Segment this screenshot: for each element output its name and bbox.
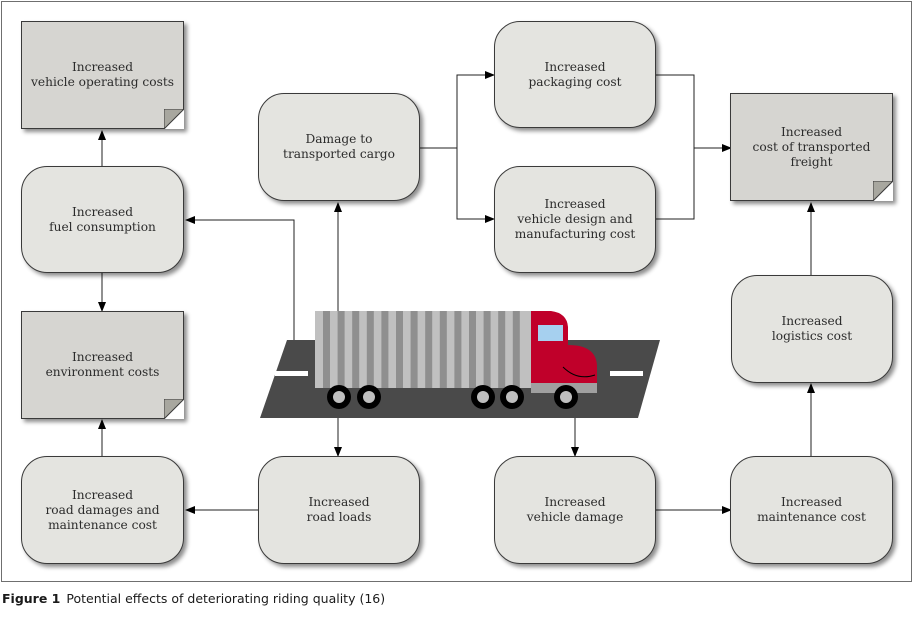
- trailer-stripe: [454, 311, 462, 388]
- node-vehicle-design-cost: Increased vehicle design and manufacturi…: [494, 166, 656, 273]
- figure-label: Figure 1: [2, 591, 61, 606]
- node-label: Increased packaging cost: [528, 59, 622, 89]
- arrow-cargo-to-design: [456, 148, 495, 223]
- page-fold-icon: [164, 109, 184, 129]
- truck-window: [538, 325, 563, 341]
- node-label: Increased environment costs: [45, 350, 160, 379]
- node-label: Increased maintenance cost: [757, 495, 866, 524]
- node-cost-transported-freight: Increased cost of transported freight: [730, 93, 893, 201]
- page-fold-icon: [873, 181, 893, 201]
- trailer-stripe: [323, 311, 330, 388]
- node-label: Increased road loads: [306, 495, 372, 524]
- figure-caption: Figure 1 Potential effects of deteriorati…: [2, 591, 385, 606]
- node-label: Increased road damages and maintenance c…: [45, 487, 160, 532]
- trailer-stripe: [366, 311, 374, 388]
- node-environment-costs: Increased environment costs: [21, 311, 184, 419]
- node-label: Damage to transported cargo: [283, 132, 395, 161]
- trailer-stripe: [425, 311, 433, 388]
- trailer: [315, 311, 531, 388]
- node-fuel-consumption: Increased fuel consumption: [21, 166, 184, 273]
- trailer-stripe: [498, 311, 506, 388]
- node-logistics-cost: Increased logistics cost: [731, 275, 893, 383]
- trailer-stripe: [483, 311, 491, 388]
- page-fold-icon: [164, 399, 184, 419]
- trailer-stripe: [439, 311, 447, 388]
- trailer-stripe: [352, 311, 360, 388]
- node-road-loads: Increased road loads: [258, 456, 420, 564]
- wheels: [327, 385, 578, 409]
- trailer-stripe: [512, 311, 520, 388]
- caption-text: Potential effects of deteriorating ridin…: [66, 591, 386, 606]
- node-maintenance-cost: Increased maintenance cost: [730, 456, 893, 564]
- node-label: Increased vehicle operating costs: [31, 60, 174, 89]
- node-label: Increased vehicle design and manufacturi…: [514, 197, 636, 241]
- trailer-stripe: [381, 311, 389, 388]
- node-damage-cargo: Damage to transported cargo: [258, 93, 420, 201]
- node-packaging-cost: Increased packaging cost: [494, 21, 656, 128]
- node-label: Increased cost of transported freight: [752, 124, 871, 169]
- truck-cab-line: [562, 366, 596, 378]
- truck-on-road-illustration: [260, 311, 660, 418]
- arrow-packaging-merge: [656, 74, 695, 220]
- arrow-truck-to-fuel: [185, 216, 295, 340]
- road-marking-right: [610, 371, 643, 376]
- road-marking-left: [275, 371, 308, 376]
- node-vehicle-operating-costs: Increased vehicle operating costs: [21, 21, 184, 129]
- node-vehicle-damage: Increased vehicle damage: [494, 456, 656, 564]
- node-label: Increased fuel consumption: [49, 204, 156, 234]
- node-road-damages: Increased road damages and maintenance c…: [21, 456, 184, 564]
- node-label: Increased logistics cost: [771, 314, 853, 343]
- arrow-cargo-to-packaging: [456, 71, 495, 148]
- trailer-stripe: [337, 311, 345, 388]
- trailer-stripe: [410, 311, 418, 388]
- trailer-stripe: [396, 311, 403, 388]
- trailer-stripe: [469, 311, 476, 388]
- node-label: Increased vehicle damage: [526, 495, 624, 524]
